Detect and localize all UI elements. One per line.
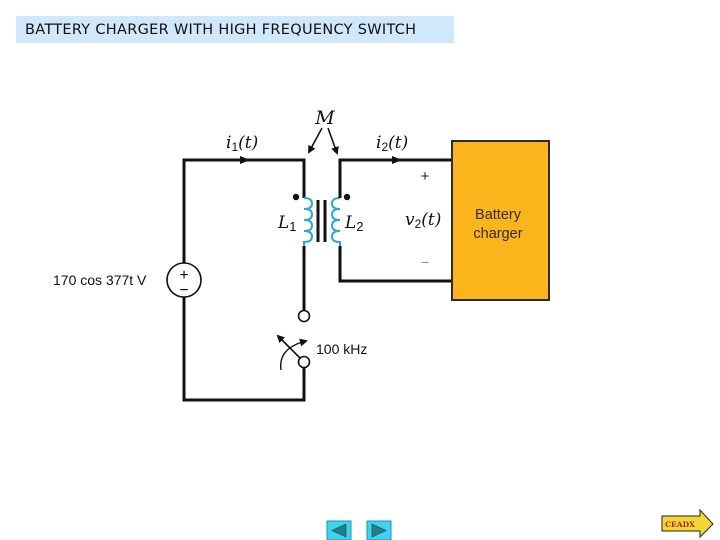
source-plus: + [179, 267, 188, 284]
coil-l2 [330, 197, 341, 246]
battery-charger-box [451, 140, 550, 301]
label-l1: L1 [277, 213, 297, 234]
transformer-core [316, 200, 327, 242]
voltage-source: + − [166, 262, 202, 299]
next-slide-button[interactable] [366, 520, 392, 540]
switch-terminal-bottom [297, 355, 311, 369]
current-i2-label: i2(t) [376, 133, 408, 154]
voltage-plus: + [421, 168, 430, 185]
secondary-bottom-wire [338, 246, 452, 283]
secondary-top-wire [338, 158, 452, 198]
switch-rotation-arrow [280, 338, 308, 371]
dot-l2 [343, 193, 351, 201]
battery-charger-line1: Battery [475, 207, 522, 223]
switch-blade [276, 334, 301, 359]
secondary-loop [338, 158, 452, 283]
battery-charger-line2: charger [473, 226, 522, 242]
goto-arrow-button[interactable]: CEADX [661, 508, 714, 539]
source-label: 170 cos 377t V [53, 272, 147, 288]
switch-terminal-top [297, 309, 311, 323]
mutual-inductance-arrows [308, 127, 339, 155]
source-circle [166, 262, 202, 298]
i2-direction-arrow [392, 156, 402, 164]
primary-top-wire [182, 158, 306, 263]
inductor-l2 [330, 193, 351, 246]
goto-label: CEADX [665, 520, 695, 529]
dot-l1 [292, 193, 300, 201]
inductor-l1 [292, 193, 314, 246]
arrow-right-icon [661, 508, 714, 539]
primary-bottom-wire [182, 297, 306, 402]
source-minus: − [179, 282, 188, 299]
coil-l1 [303, 197, 314, 246]
triangle-left-icon [331, 523, 347, 538]
i1-direction-arrow [240, 156, 250, 164]
primary-loop [182, 158, 306, 402]
switch-frequency-label: 100 kHz [316, 341, 367, 357]
label-l2: L2 [344, 213, 364, 234]
voltage-minus: – [421, 254, 429, 269]
triangle-right-icon [371, 523, 387, 538]
high-frequency-switch [276, 309, 311, 371]
previous-slide-button[interactable] [326, 520, 352, 540]
current-i1-label: i1(t) [226, 133, 258, 154]
battery-charger-block: Battery charger [451, 140, 550, 301]
mutual-inductance-label: M [314, 107, 335, 129]
voltage-v2-label: v2(t) [405, 210, 441, 231]
slide-title: BATTERY CHARGER WITH HIGH FREQUENCY SWIT… [16, 16, 454, 43]
